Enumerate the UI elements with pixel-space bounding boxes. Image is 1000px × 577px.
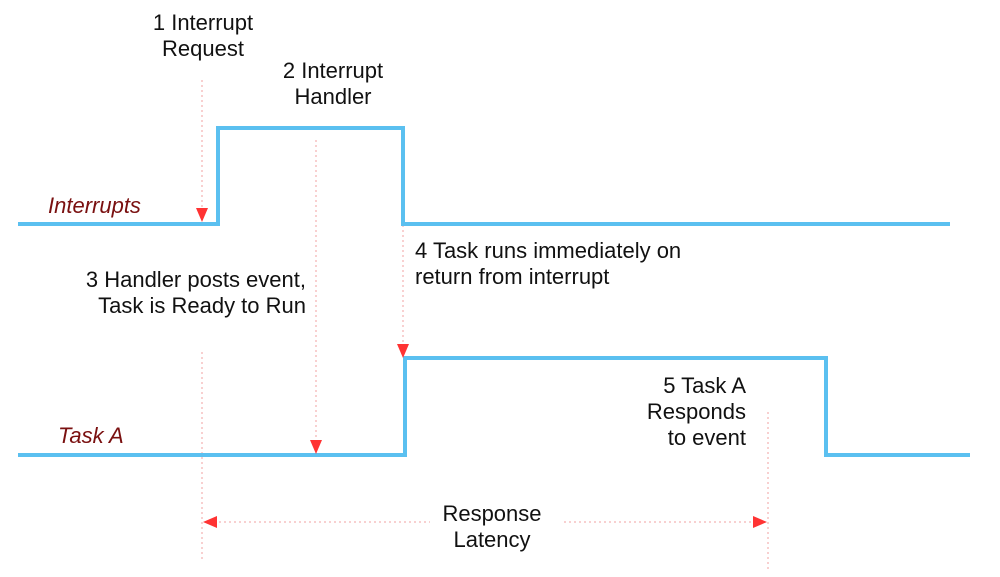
task-a-waveform <box>18 356 970 457</box>
handler-post-arrow <box>310 440 322 454</box>
annotation-handler-posts-event: 3 Handler posts event, Task is Ready to … <box>40 267 306 319</box>
interrupt-request-arrow <box>196 208 208 222</box>
interrupts-waveform <box>18 126 950 226</box>
annotation-handler-posts-event-line2: Task is Ready to Run <box>98 293 306 318</box>
task-a-label: Task A <box>58 423 124 448</box>
annotation-task-responds-line2: Responds <box>646 399 746 424</box>
annotation-task-responds-line1: 5 Task A <box>663 373 746 398</box>
annotation-task-runs-line1: 4 Task runs immediately on <box>415 238 682 263</box>
interrupts-label: Interrupts <box>48 193 141 218</box>
annotation-interrupt-request: 1 Interrupt Request <box>128 10 278 62</box>
annotation-task-responds-line3: to event <box>667 425 746 450</box>
annotation-handler-posts-event-line1: 3 Handler posts event, <box>85 267 306 292</box>
latency-right-arrow <box>753 516 767 528</box>
annotation-interrupt-handler-line1: 2 Interrupt <box>282 58 384 83</box>
annotation-interrupt-handler-line2: Handler <box>294 84 372 109</box>
annotation-interrupt-handler: 2 Interrupt Handler <box>258 58 408 110</box>
annotation-interrupt-request-line2: Request <box>162 36 244 61</box>
task-runs-arrow <box>397 344 409 358</box>
response-latency-label: Response Latency <box>417 501 567 553</box>
response-latency-line2: Latency <box>453 527 531 552</box>
response-latency-line1: Response <box>442 501 542 526</box>
annotation-task-responds: 5 Task A Responds to event <box>600 373 746 451</box>
latency-left-arrow <box>203 516 217 528</box>
annotation-task-runs-line2: return from interrupt <box>415 264 610 289</box>
event-markers <box>196 208 767 528</box>
annotation-task-runs: 4 Task runs immediately on return from i… <box>415 238 681 290</box>
guide-lines <box>201 80 769 572</box>
annotation-interrupt-request-line1: 1 Interrupt <box>152 10 254 35</box>
